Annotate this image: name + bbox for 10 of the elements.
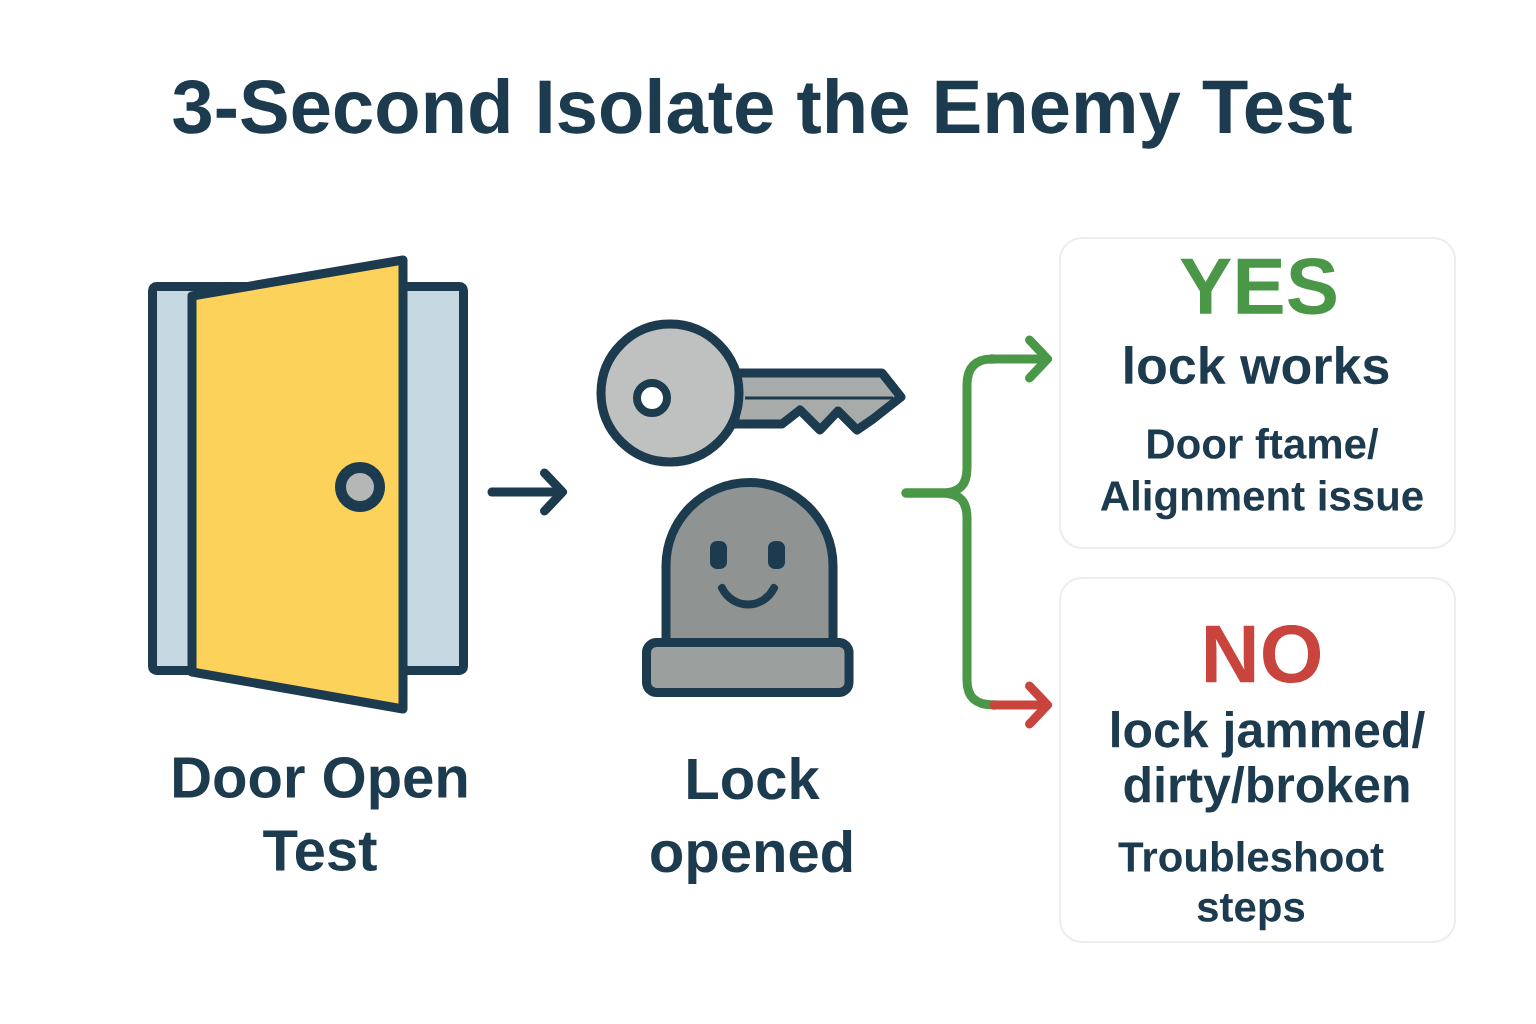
title: 3-Second Isolate the Enemy Test	[173, 77, 1352, 149]
detail-text: Troubleshoot steps	[1118, 841, 1384, 931]
result-text: lock works	[1125, 346, 1389, 385]
arrow	[901, 488, 1052, 729]
node-label: Lock opened	[651, 757, 852, 885]
result-text: lock jammed/ dirty/broken	[1112, 711, 1425, 813]
result-heading: NO	[1206, 625, 1321, 684]
detail-text: Door ftame/ Alignment issue	[1100, 428, 1423, 520]
node-label: Door Open Test	[174, 757, 467, 872]
result-heading: YES	[1180, 258, 1336, 315]
